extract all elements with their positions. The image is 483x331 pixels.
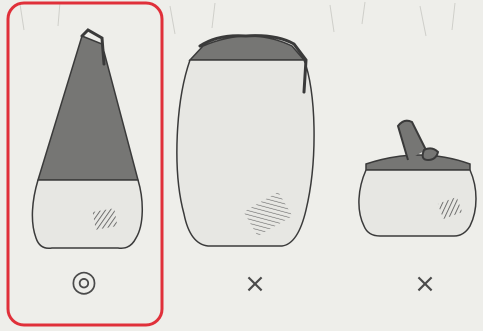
bag-3-handle [398, 121, 438, 160]
incorrect-mark: × [225, 271, 285, 297]
bag-3-shaded-top [366, 155, 470, 170]
bag-tall-tapered [32, 30, 142, 248]
bag-wide-round [177, 36, 314, 246]
bag-1-shaded-top [38, 36, 138, 180]
bag-short-squat [359, 121, 476, 236]
bag-2-body [177, 60, 314, 246]
incorrect-mark: × [395, 271, 455, 297]
bag-1-body [32, 180, 142, 248]
bag-1-scribble [93, 208, 118, 230]
correct-mark: ◎ [54, 267, 114, 297]
